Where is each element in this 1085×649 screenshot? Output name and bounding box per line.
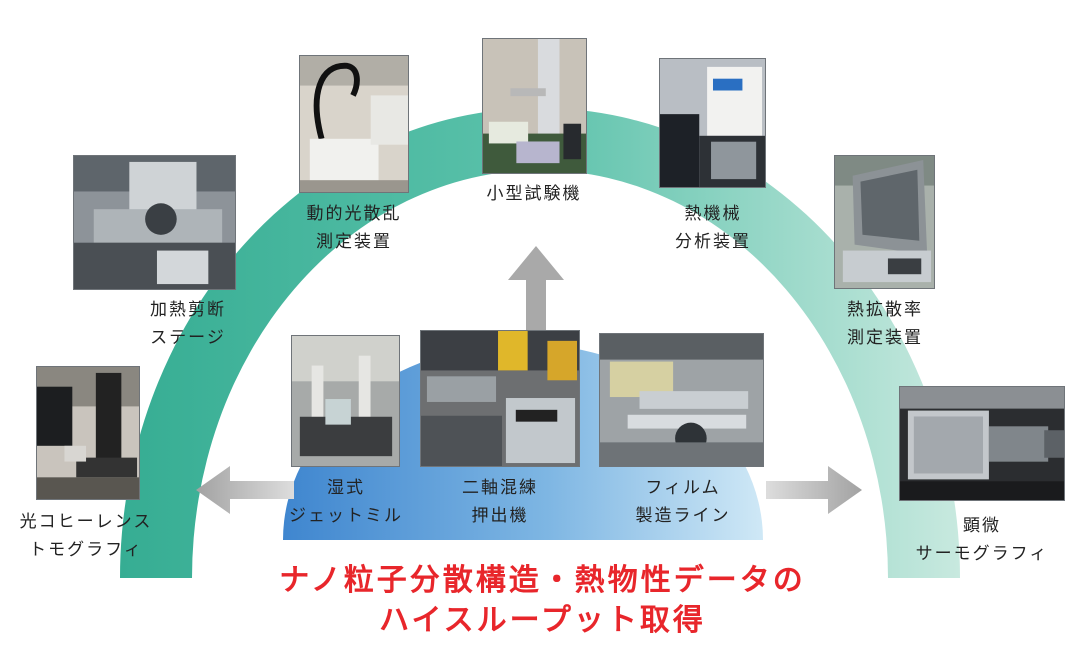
photo-thermomechanical-analyzer [659,58,766,188]
photo-wet-jet-mill [291,335,400,467]
label-wet-jet-mill: 湿式ジェットミル [289,478,403,526]
photo-thermal-diffusivity-meter [834,155,935,289]
photo-dynamic-light-scattering [299,55,409,193]
label-optical-coherence-tomography: 光コヒーレンストモグラフィ [19,512,153,560]
photo-compact-tester [482,38,587,174]
photo-film-production-line [599,333,764,467]
right-arrow [766,466,862,514]
label-compact-tester: 小型試験機 [486,184,582,204]
photo-twin-screw-extruder [420,330,580,467]
label-microscopic-thermography: 顕微サーモグラフィ [915,516,1049,564]
headline-line-2: ハイスループット取得 [379,603,706,638]
up-arrow [508,246,564,338]
photo-microscopic-thermography [899,386,1065,501]
label-dynamic-light-scattering: 動的光散乱測定装置 [306,204,402,252]
label-thermal-diffusivity-meter: 熱拡散率測定装置 [847,300,923,348]
headline-line-1: ナノ粒子分散構造・熱物性データの [279,563,806,598]
outer-arc-band [120,108,960,578]
label-film-production-line: フィルム製造ライン [635,478,731,526]
label-thermomechanical-analyzer: 熱機械分析装置 [675,204,751,252]
photo-optical-coherence-tomography [36,366,140,500]
label-twin-screw-extruder: 二軸混練押出機 [462,478,538,526]
left-arrow [196,466,294,514]
photo-heated-shear-stage [73,155,236,290]
label-heated-shear-stage: 加熱剪断ステージ [150,300,226,348]
